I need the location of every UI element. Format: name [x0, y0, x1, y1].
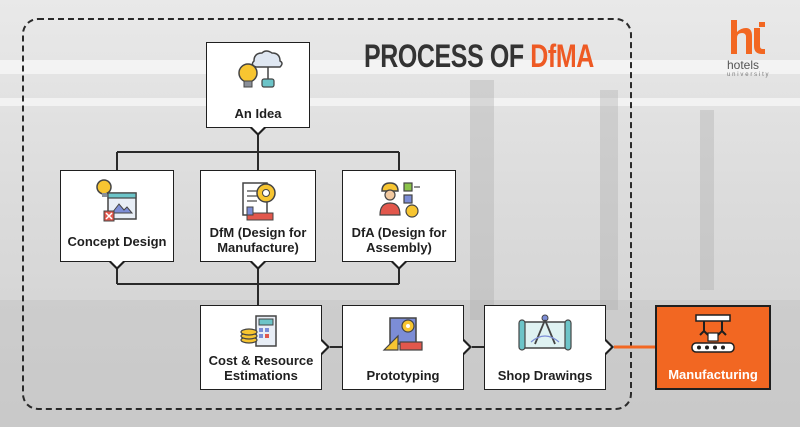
blueprint-tools-icon	[382, 317, 423, 351]
background-beam	[0, 98, 800, 106]
logo-subtitle: university	[727, 72, 771, 78]
node-pointer	[604, 340, 611, 354]
node-pointer	[251, 260, 265, 267]
logo-word: hotels	[727, 58, 760, 72]
logo-mark-icon	[731, 20, 765, 54]
node-manufacturing: Manufacturing	[655, 305, 771, 390]
node-pointer	[110, 260, 124, 267]
background-post	[600, 90, 618, 310]
node-concept-design: Concept Design	[60, 170, 174, 262]
node-pointer	[251, 126, 265, 133]
node-an-idea: An Idea	[206, 42, 310, 128]
node-label: An Idea	[234, 106, 282, 121]
node-label: Concept Design	[67, 234, 167, 249]
node-label: Manufacturing	[668, 367, 758, 382]
node-dfa: DfA (Design for Assembly)	[342, 170, 456, 262]
document-gear-icon	[242, 182, 276, 221]
worker-checklist-icon	[379, 182, 420, 218]
robot-arm-conveyor-icon	[691, 314, 735, 353]
node-shop-drawings: Shop Drawings	[484, 305, 606, 390]
dashed-frame	[22, 18, 632, 410]
node-prototyping: Prototyping	[342, 305, 464, 390]
node-label: Shop Drawings	[497, 368, 593, 383]
background-post	[700, 110, 714, 290]
node-label: Prototyping	[366, 368, 440, 383]
title-accent: DfMA	[530, 38, 594, 74]
title-main: PROCESS OF	[364, 38, 531, 74]
lightbulb-cloud-icon	[238, 50, 283, 88]
node-label: Cost & Resource Estimations	[208, 353, 314, 383]
node-dfm: DfM (Design for Manufacture)	[200, 170, 316, 262]
hotels-university-logo: hotels university	[727, 18, 791, 88]
node-label: DfA (Design for Assembly)	[351, 225, 447, 255]
node-pointer	[392, 260, 406, 267]
calculator-coins-icon	[240, 315, 277, 347]
node-pointer	[462, 340, 469, 354]
node-pointer	[320, 340, 327, 354]
background-post	[470, 80, 494, 320]
compass-drawing-icon	[518, 314, 572, 351]
background-beam	[0, 60, 800, 74]
node-cost-resource: Cost & Resource Estimations	[200, 305, 322, 390]
page-title: PROCESS OF DfMA	[364, 38, 594, 75]
design-window-icon	[96, 179, 137, 222]
node-label: DfM (Design for Manufacture)	[209, 225, 307, 255]
